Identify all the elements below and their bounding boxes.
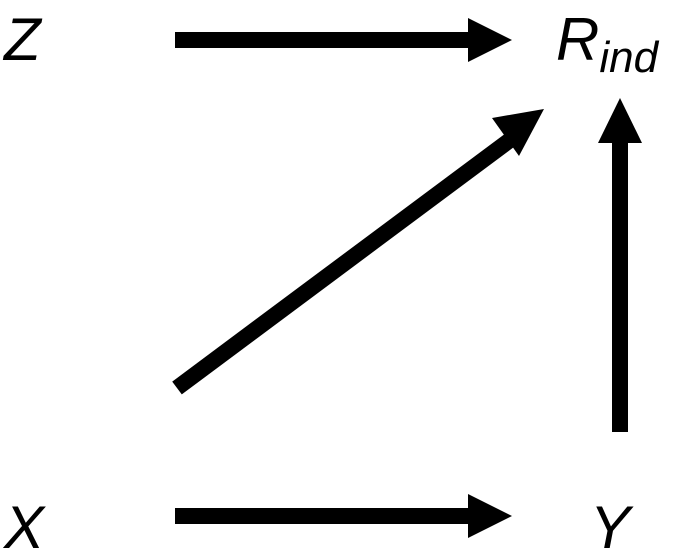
node-y-label: Y xyxy=(590,494,634,556)
edge-x-to-r-ind xyxy=(172,109,544,395)
node-r-ind-main: R xyxy=(556,6,599,73)
node-z-label: Z xyxy=(2,6,43,73)
edge-z-to-r-ind xyxy=(175,18,512,62)
edge-x-to-y-arrowhead xyxy=(468,494,512,538)
edge-y-to-r-ind-arrowhead xyxy=(598,98,642,143)
node-r-ind-label: Rind xyxy=(556,6,660,82)
edge-y-to-r-ind xyxy=(598,98,642,432)
edge-x-to-y xyxy=(175,494,512,538)
edge-x-to-r-ind-shaft xyxy=(172,133,515,395)
edge-x-to-r-ind-arrowhead xyxy=(492,109,544,156)
edge-z-to-r-ind-arrowhead xyxy=(468,18,512,62)
node-r-ind-subscript: ind xyxy=(599,33,659,82)
node-x-label: X xyxy=(2,494,46,556)
